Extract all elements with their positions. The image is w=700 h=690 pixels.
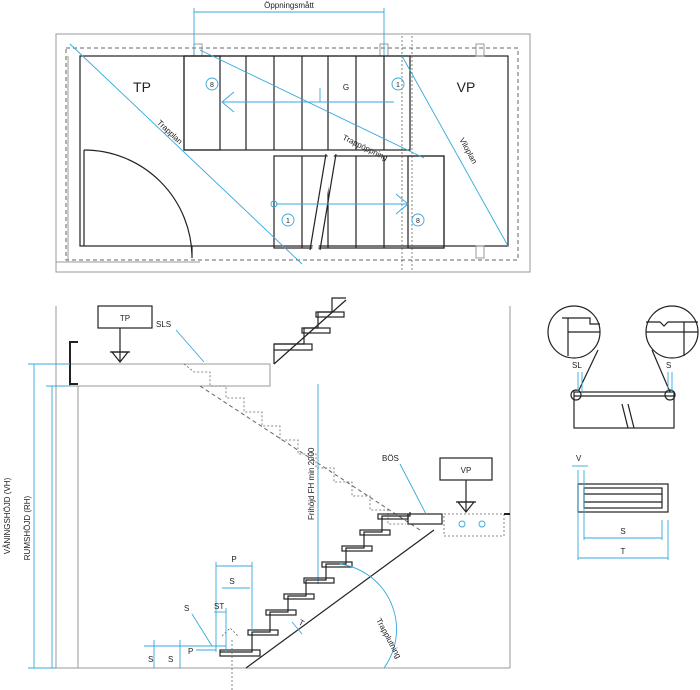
plan-step-1-lower: 1 — [286, 218, 290, 225]
section-s-label: S — [229, 577, 234, 586]
tp-level-box — [97, 305, 153, 329]
tread-detail-bottom: V S T — [572, 454, 669, 560]
detail-t-label: T — [621, 547, 626, 556]
bos-label: BÖS — [382, 454, 399, 463]
upper-floor-slab — [69, 363, 271, 387]
opening-dimension-label: Öppningsmått — [264, 1, 315, 10]
upper-slab-edge — [69, 341, 78, 385]
plan-step-8-upper: 8 — [210, 82, 214, 89]
stair-plan-view: Öppningsmått — [55, 1, 531, 273]
sls-label: SLS — [156, 320, 171, 329]
diagonal-viloplan — [401, 55, 509, 247]
main-stair-treads — [219, 512, 443, 669]
upper-stair-treads — [273, 297, 347, 365]
upper-flight — [183, 55, 411, 151]
section-t-label: T — [297, 618, 306, 628]
section-tp-label: TP — [120, 314, 130, 323]
stair-section-view: TP SLS Frihöjd FH min 2000 — [3, 297, 511, 690]
plan-inner-dashed — [65, 47, 519, 261]
plan-outer-frame — [55, 33, 531, 273]
section-st-label: ST — [214, 602, 224, 611]
detail-s-label: S — [666, 361, 671, 370]
diagonal-trapplan — [69, 43, 303, 265]
detail-tread-section — [573, 391, 675, 429]
detail-v-label: V — [576, 454, 582, 463]
plan-vp-label: VP — [457, 79, 476, 95]
plan-tp-label: TP — [133, 79, 151, 95]
tread-detail-top: SL S — [547, 305, 699, 429]
section-s-bottom-1: S — [148, 655, 153, 664]
headroom-reference-line — [199, 385, 421, 531]
section-s-left-label: S — [184, 604, 189, 613]
walking-line-label: G — [343, 83, 349, 92]
plan-step-8-lower: 8 — [416, 218, 420, 225]
section-p-label: P — [231, 555, 236, 564]
section-p-bottom: P — [188, 647, 193, 656]
landing-slab — [443, 513, 505, 537]
section-vp-label: VP — [461, 466, 472, 475]
room-height-label: RUMSHÖJD (RH) — [23, 495, 32, 560]
door-swing-arc — [83, 149, 193, 259]
diagonal-trappoppning — [199, 49, 425, 159]
slope-label: Trapplutning — [374, 617, 403, 660]
plan-trapplan-label: Trapplan — [155, 118, 184, 146]
lower-flight — [273, 155, 445, 249]
detail-s-bottom-label: S — [620, 527, 625, 536]
plan-step-1-upper: 1 — [396, 82, 400, 89]
section-s-bottom-2: S — [168, 655, 173, 664]
floor-height-label: VÅNINGSHÖJD (VH) — [3, 477, 12, 554]
slope-angle-arc — [339, 563, 397, 669]
detail-sl-label: SL — [572, 361, 582, 370]
headroom-label: Frihöjd FH min 2000 — [307, 447, 316, 520]
